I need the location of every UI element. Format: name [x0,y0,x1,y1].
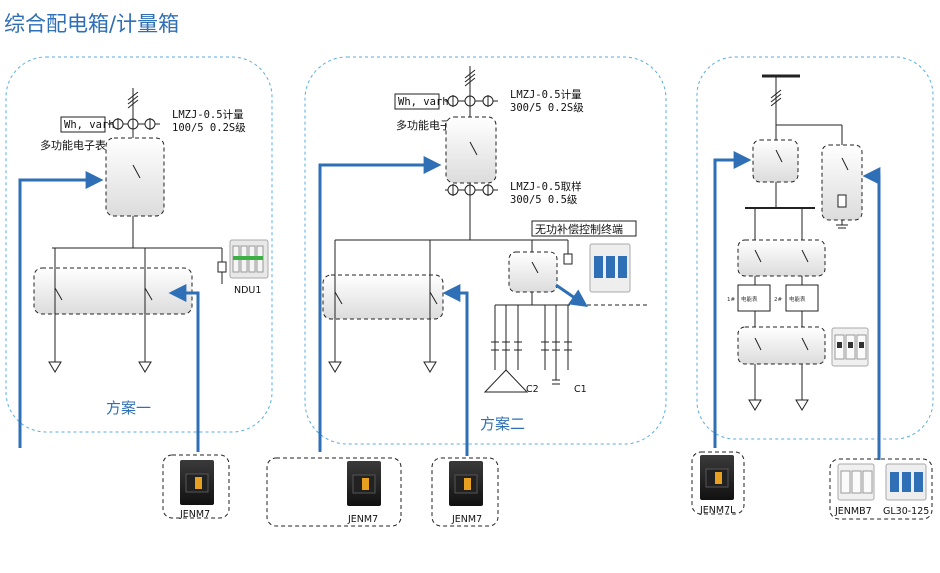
feed-arrow-2 [168,284,200,452]
meter-tag-box [394,93,440,110]
breaker-device-image [700,455,734,500]
panel-2-frame [304,56,667,445]
meter2-box [785,284,819,312]
breaker-frame [691,451,745,515]
mcb-bottom-image [837,463,875,501]
panel-scheme-2: Wh, varh 多功能电子表 LMZJ-0.5计量 300/5 0.2S级 L… [266,56,667,527]
ct2-spec-line1: LMZJ-0.5取样 [510,180,582,193]
panel-scheme-3: 电能表 1# 电能表 2# JENM7L [691,56,934,520]
page-title: 综合配电箱/计量箱 [4,12,180,36]
meter2-text: 电能表 [789,295,806,303]
feed-arrow-1 [18,171,104,448]
branch-breaker-box [737,326,826,365]
breaker-label: JENM7L [699,505,736,516]
mcb-label: JENMB7 [834,506,872,517]
panel-scheme-1: Wh, varh 多功能电子表 LMZJ-0.5计量 100/5 0.2S级 N… [5,56,273,520]
ct-spec-line1: LMZJ-0.5计量 [172,108,244,121]
feed-arrow-1 [713,151,752,448]
meter1-text: 电能表 [741,295,758,303]
spd-bottom-image [885,463,927,501]
controller-label: 无功补偿控制终端 [535,222,623,236]
meter-tag-box [60,116,106,133]
meter-name: 多功能电子表 [396,118,462,132]
panel-1-frame [5,56,273,433]
breaker2-device-image [449,461,483,506]
spd-device-image [589,243,631,293]
spd-fuse [217,261,227,273]
panel-3-frame [696,56,934,440]
breaker1-frame [266,457,402,527]
ct1-spec-line1: LMZJ-0.5计量 [510,88,582,101]
breaker2-label: JENM7 [451,514,482,525]
mcb-device-image [831,327,869,367]
capacitor-breaker-box [508,251,558,293]
meter-tag: Wh, varh [398,96,449,108]
spd-label: GL30-125 [883,506,929,517]
mcb-spd-frame [829,458,933,520]
meter1-tag: 1# [727,297,735,303]
feed-arrow-2 [862,167,881,460]
branch-breaker-box [33,267,193,315]
spd-breaker-box [821,144,863,221]
main-breaker-box [752,139,799,183]
meter-name: 多功能电子表 [40,138,106,152]
ct1-spec-line2: 300/5 0.2S级 [510,102,584,114]
main-breaker-box [105,137,165,217]
branch-breaker-box [322,274,444,320]
breaker-label: JENM7 [179,509,210,520]
cap1-label: C1 [574,384,587,395]
breaker1-device-image [347,461,381,506]
capacitor-bank [483,305,572,393]
feed-arrow-1 [318,156,442,452]
meter2-tag: 2# [774,297,782,303]
controller-arrow [555,283,588,308]
spd-label: NDU1 [234,285,261,296]
feed-arrow-2 [442,284,469,456]
meter1-box [737,284,771,312]
main-breaker-box [445,116,497,184]
scheme-label: 方案二 [480,415,525,433]
meter-tag: Wh, varh [64,119,115,131]
scheme-label: 方案一 [106,399,151,417]
breaker-frame [162,454,230,519]
breaker2-frame [431,457,499,527]
spd-device-image [229,239,269,279]
breaker1-label: JENM7 [347,514,378,525]
breaker-device-image [180,460,214,505]
controller-label-box [531,220,637,237]
meter-breaker-box [737,239,826,277]
cap2-label: C2 [526,384,539,395]
ct-spec-line2: 100/5 0.2S级 [172,122,246,134]
ct2-spec-line2: 300/5 0.5级 [510,194,578,206]
